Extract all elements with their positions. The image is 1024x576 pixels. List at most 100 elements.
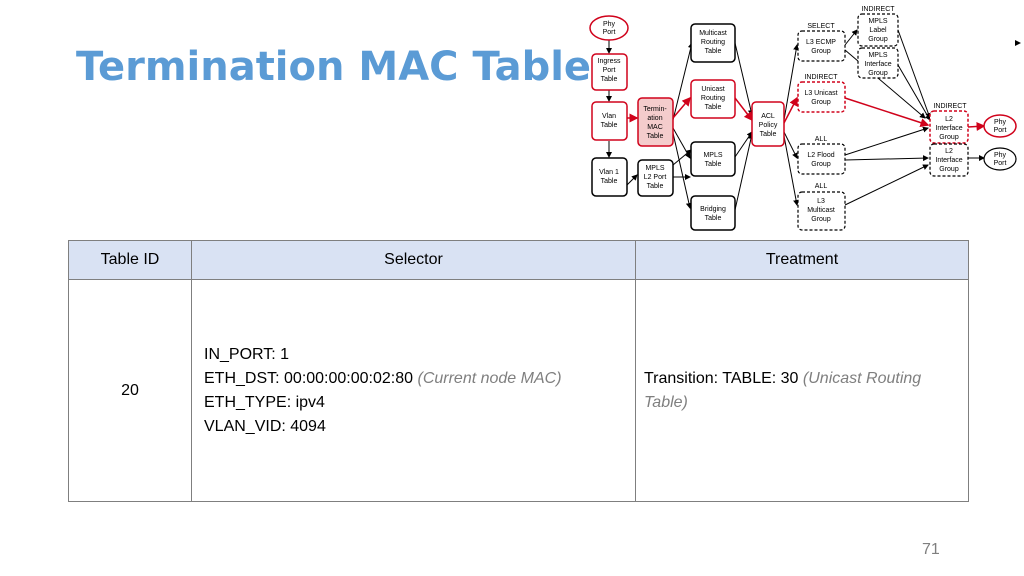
treatment-transition: Transition: TABLE: 30 (644, 369, 799, 387)
header-selector: Selector (191, 240, 636, 280)
svg-text:Phy: Phy (994, 119, 1007, 126)
phy-port-out-1-node: Phy Port (983, 114, 1017, 138)
cell-table-id: 20 (68, 279, 192, 502)
vlan-table-node: Vlan Table (591, 101, 628, 141)
svg-text:Multicast: Multicast (699, 30, 727, 37)
l3-multicast-group-node: L3 Multicast Group (797, 191, 846, 231)
vlan1-table-node: Vlan 1 Table (591, 157, 628, 197)
header-table-id: Table ID (68, 240, 192, 280)
svg-text:Port: Port (994, 160, 1007, 167)
flow-rule-table: Table ID Selector Treatment 20 IN_PORT: … (68, 240, 969, 502)
svg-text:Phy: Phy (603, 21, 616, 28)
svg-text:Phy: Phy (994, 152, 1007, 159)
l2-interface-group-2-node: L2 Interface Group (929, 143, 969, 177)
svg-text:Table: Table (705, 48, 722, 55)
svg-text:MPLS: MPLS (703, 152, 722, 159)
termination-mac-table-node: Termin- ation MAC Table (637, 97, 674, 147)
slide-title: Termination MAC Table (76, 44, 592, 90)
multicast-routing-table-node: Multicast Routing Table (690, 23, 736, 63)
svg-text:ation: ation (647, 115, 662, 122)
l3-unicast-group-node: L3 Unicast Group (797, 81, 846, 113)
svg-text:MAC: MAC (647, 124, 663, 131)
label-indirect-top: INDIRECT (861, 6, 895, 13)
svg-text:Port: Port (603, 29, 616, 36)
svg-text:Table: Table (705, 104, 722, 111)
svg-text:Table: Table (705, 215, 722, 222)
acl-policy-table-node: ACL Policy Table (751, 101, 785, 147)
svg-text:Group: Group (939, 166, 959, 173)
selector-eth-dst-note: (Current node MAC) (417, 369, 562, 387)
svg-text:L3: L3 (817, 198, 825, 205)
svg-text:Interface: Interface (935, 157, 962, 164)
label-indirect-right: INDIRECT (933, 103, 967, 110)
svg-text:Group: Group (868, 70, 888, 77)
svg-text:MPLS: MPLS (868, 52, 887, 59)
svg-text:Table: Table (760, 131, 777, 138)
cell-selector: IN_PORT: 1 ETH_DST: 00:00:00:00:02:80 (C… (191, 279, 636, 502)
svg-text:L2: L2 (945, 148, 953, 155)
svg-text:Bridging: Bridging (700, 206, 726, 213)
phy-port-out-2-node: Phy Port (983, 147, 1017, 171)
svg-text:Group: Group (811, 99, 831, 106)
selector-eth-type: ETH_TYPE: ipv4 (204, 393, 325, 411)
svg-text:L3 Unicast: L3 Unicast (804, 90, 837, 97)
svg-text:L2 Port: L2 Port (644, 174, 667, 181)
svg-text:Table: Table (601, 178, 618, 185)
svg-text:Table: Table (601, 122, 618, 129)
l3-ecmp-group-node: L3 ECMP Group (797, 30, 846, 62)
svg-text:Port: Port (603, 67, 616, 74)
selector-vlan-vid: VLAN_VID: 4094 (204, 417, 326, 435)
svg-text:Vlan 1: Vlan 1 (599, 169, 619, 176)
mpls-label-group-node: MPLS Label Group (857, 13, 899, 47)
l2-flood-group-node: L2 Flood Group (797, 143, 846, 175)
svg-text:L3 ECMP: L3 ECMP (806, 39, 836, 46)
cell-treatment: Transition: TABLE: 30 (Unicast Routing T… (635, 279, 969, 502)
table-row: 20 IN_PORT: 1 ETH_DST: 00:00:00:00:02:80… (68, 279, 969, 502)
svg-text:Group: Group (811, 161, 831, 168)
mpls-l2-port-table-node: MPLS L2 Port Table (637, 159, 674, 197)
svg-text:Group: Group (811, 48, 831, 55)
svg-text:Multicast: Multicast (807, 207, 835, 214)
mpls-table-node: MPLS Table (690, 141, 736, 177)
svg-text:Termin-: Termin- (643, 106, 667, 113)
table-header-row: Table ID Selector Treatment (68, 240, 969, 280)
svg-text:Routing: Routing (701, 39, 725, 46)
svg-text:Label: Label (869, 27, 887, 34)
svg-text:Port: Port (994, 127, 1007, 134)
svg-text:Ingress: Ingress (598, 58, 621, 65)
label-all-bottom: ALL (815, 183, 828, 190)
ingress-port-table-node: Ingress Port Table (591, 53, 628, 91)
svg-text:Group: Group (939, 134, 959, 141)
svg-text:L2: L2 (945, 116, 953, 123)
svg-text:Table: Table (647, 133, 664, 140)
svg-text:Group: Group (868, 36, 888, 43)
pipeline-diagram: Phy Port Ingress Port Table Vlan Table V… (589, 6, 1021, 231)
page-number: 71 (922, 541, 940, 558)
svg-text:Policy: Policy (759, 122, 778, 129)
svg-text:Unicast: Unicast (701, 86, 724, 93)
selector-eth-dst: ETH_DST: 00:00:00:00:02:80 (204, 369, 414, 387)
label-indirect-mid: INDIRECT (804, 74, 838, 81)
svg-text:ACL: ACL (761, 113, 775, 120)
bridging-table-node: Bridging Table (690, 195, 736, 231)
svg-text:Interface: Interface (864, 61, 891, 68)
svg-text:Interface: Interface (935, 125, 962, 132)
svg-text:Vlan: Vlan (602, 113, 616, 120)
svg-text:Routing: Routing (701, 95, 725, 102)
svg-text:MPLS: MPLS (645, 165, 664, 172)
svg-text:Table: Table (647, 183, 664, 190)
mpls-interface-group-node: MPLS Interface Group (857, 47, 899, 79)
svg-text:MPLS: MPLS (868, 18, 887, 25)
label-select: SELECT (807, 23, 835, 30)
unicast-routing-table-node: Unicast Routing Table (690, 79, 736, 119)
svg-text:Table: Table (601, 76, 618, 83)
selector-in-port: IN_PORT: 1 (204, 345, 290, 363)
phy-port-in-node: Phy Port (589, 15, 629, 41)
header-treatment: Treatment (635, 240, 969, 280)
svg-text:L2 Flood: L2 Flood (807, 152, 834, 159)
svg-text:Group: Group (811, 216, 831, 223)
selector-eth-dst-line: ETH_DST: 00:00:00:00:02:80 (Current node… (204, 367, 634, 391)
svg-text:Table: Table (705, 161, 722, 168)
l2-interface-group-1-node: L2 Interface Group (929, 110, 969, 144)
label-all-mid: ALL (815, 136, 828, 143)
